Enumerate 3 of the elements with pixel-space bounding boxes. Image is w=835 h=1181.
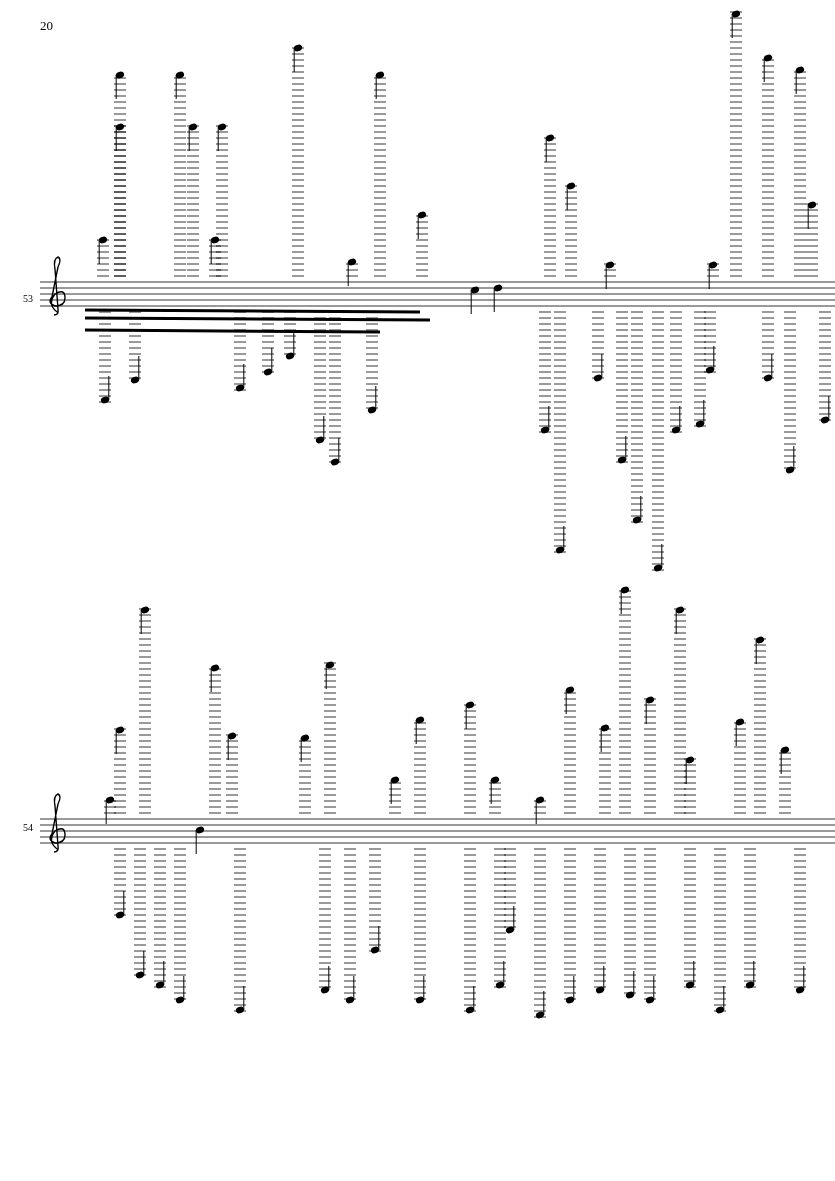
measure-number: 54 <box>23 822 33 833</box>
measure-number: 53 <box>23 293 33 304</box>
page-number: 20 <box>40 18 53 34</box>
